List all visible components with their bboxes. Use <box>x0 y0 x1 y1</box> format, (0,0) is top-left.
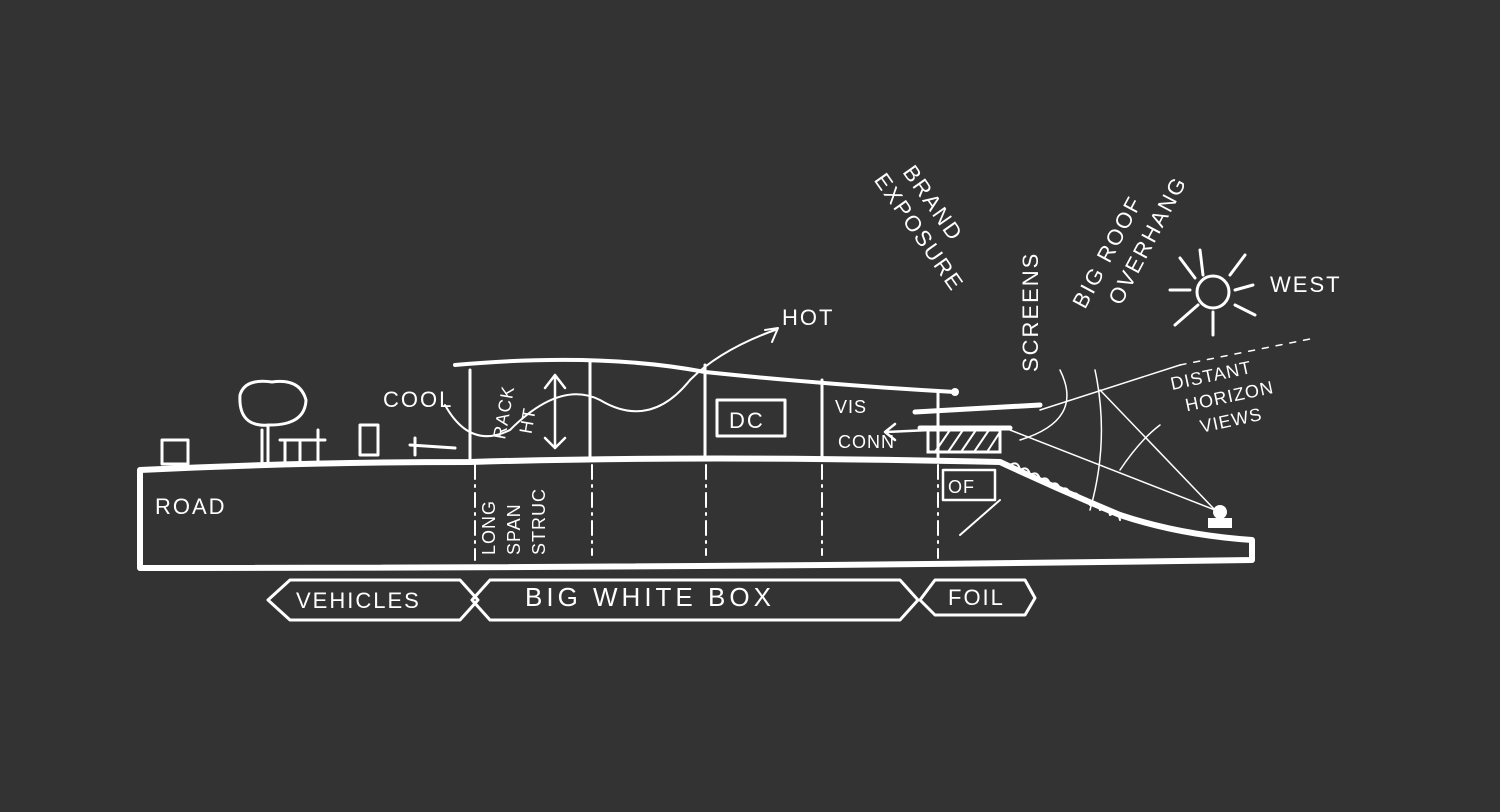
slope-terraces <box>1009 462 1121 521</box>
roof-overhang <box>912 388 1043 454</box>
label-rack: RACK <box>489 384 518 441</box>
of-leader <box>959 499 1001 536</box>
label-ht: HT <box>516 406 540 435</box>
rack-height-arrow <box>543 373 567 450</box>
building-walls <box>468 358 940 462</box>
airflow-curve <box>444 327 779 438</box>
structure-gridlines <box>474 464 939 561</box>
label-hot: HOT <box>782 305 834 330</box>
viewer-figure <box>1208 505 1232 528</box>
label-span: SPAN <box>504 503 524 555</box>
zone-foil: FOIL <box>948 585 1005 610</box>
vis-conn-arrow <box>883 422 932 442</box>
sun-icon <box>1168 248 1257 337</box>
label-conn: CONN <box>838 432 895 452</box>
label-dc: DC <box>729 408 765 433</box>
zone-vehicles: VEHICLES <box>296 588 421 613</box>
label-of: OF <box>948 477 975 497</box>
ground-slab <box>137 455 1255 571</box>
label-big-roof-overhang: BIG ROOF OVERHANG <box>1067 172 1192 313</box>
of-box <box>941 468 997 502</box>
label-vis: VIS <box>835 397 867 417</box>
label-cool: COOL <box>383 387 453 412</box>
streetscape <box>160 379 457 467</box>
label-struc: STRUC <box>529 488 549 555</box>
label-long: LONG <box>479 500 499 555</box>
label-distant-horizon-views: DISTANT HORIZON VIEWS <box>1169 357 1276 437</box>
sight-lines <box>1009 337 1316 511</box>
label-rack-ht: RACK HT <box>489 384 540 441</box>
zone-brackets <box>266 578 1037 622</box>
label-screens: SCREENS <box>1018 252 1043 372</box>
label-west: WEST <box>1270 272 1342 297</box>
zone-big-white-box: BIG WHITE BOX <box>525 582 775 612</box>
label-road: ROAD <box>155 494 227 519</box>
dc-box <box>715 398 787 438</box>
label-long-span-struc: LONG SPAN STRUC <box>479 488 549 555</box>
label-brand-exposure: BRAND EXPOSURE <box>869 161 969 296</box>
